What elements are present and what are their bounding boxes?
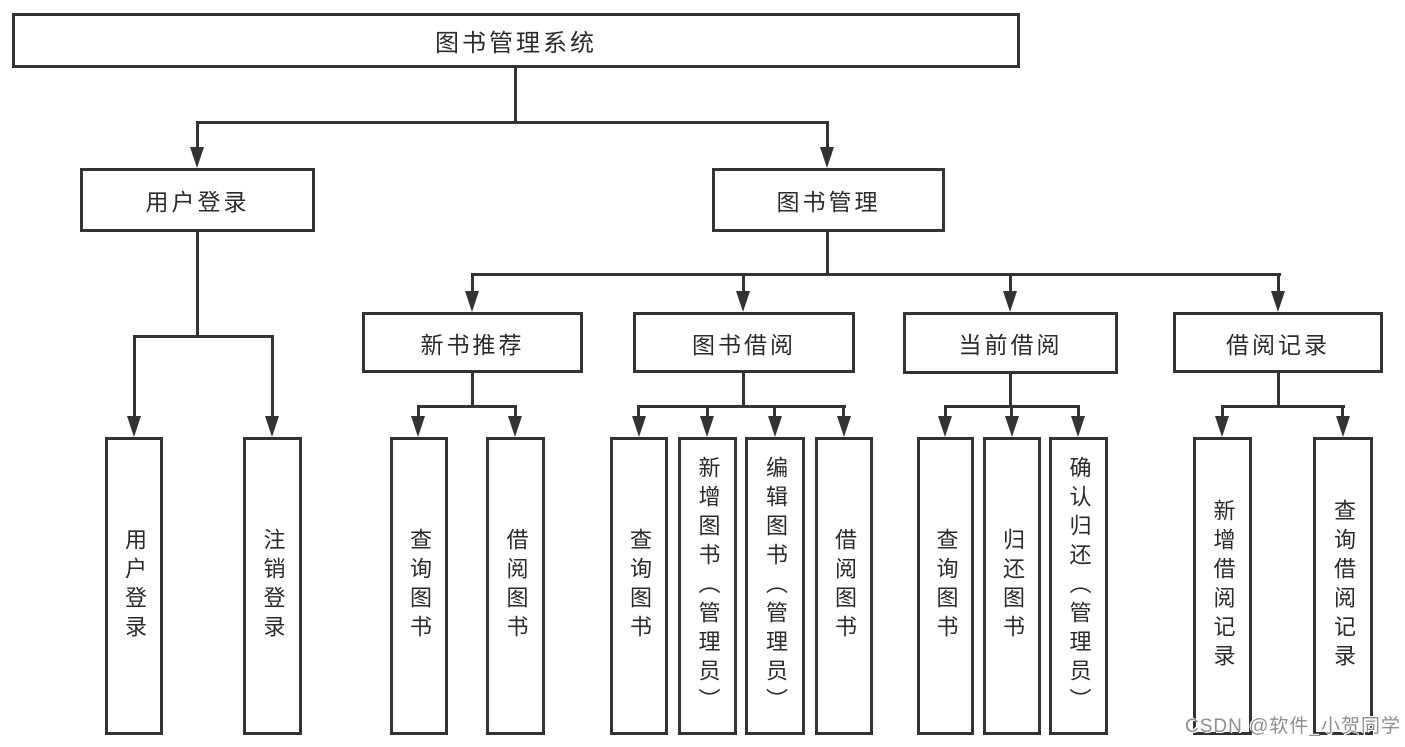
- connector-drop: [1221, 405, 1224, 417]
- node-current-borrow: 当前借阅: [903, 312, 1118, 374]
- arrow-down-icon: [700, 416, 714, 437]
- leaf-borrow-books-recommend-label: 借阅图书: [503, 528, 529, 644]
- connector-drop: [133, 335, 136, 417]
- connector-stem-book-borrow: [742, 373, 745, 408]
- connector-drop: [417, 405, 420, 417]
- arrow-down-icon: [1215, 416, 1229, 437]
- arrow-down-icon: [1003, 291, 1017, 312]
- node-borrow-records-label: 借阅记录: [1226, 331, 1330, 358]
- arrow-down-icon: [265, 416, 279, 437]
- node-root-label: 图书管理系统: [435, 30, 597, 57]
- leaf-borrow-books-label: 借阅图书: [832, 528, 857, 644]
- arrow-down-icon: [632, 416, 646, 437]
- arrow-down-icon: [1005, 416, 1019, 437]
- arrow-down-icon: [837, 416, 851, 437]
- leaf-add-borrow-record: 新增借阅记录: [1193, 437, 1252, 735]
- connector-drop: [944, 405, 947, 417]
- node-new-book-recommend: 新书推荐: [362, 312, 583, 373]
- node-book-borrow-label: 图书借阅: [692, 331, 796, 358]
- leaf-query-books-recommend-label: 查询图书: [407, 528, 432, 644]
- connector-hline-level3: [471, 273, 1281, 276]
- leaf-add-book-admin-label: 新增图书（管理员）: [695, 455, 721, 717]
- node-book-management: 图书管理: [712, 168, 945, 232]
- arrow-down-icon: [190, 147, 204, 168]
- node-book-borrow: 图书借阅: [633, 312, 855, 373]
- node-book-management-label: 图书管理: [776, 189, 881, 215]
- leaf-user-login: 用户登录: [105, 437, 163, 735]
- connector-hline-borrow-children: [637, 405, 846, 408]
- arrow-down-icon: [768, 416, 782, 437]
- connector-drop: [637, 405, 640, 417]
- leaf-borrow-books-recommend: 借阅图书: [486, 437, 545, 735]
- leaf-query-books-recommend: 查询图书: [390, 437, 448, 735]
- leaf-return-book: 归还图书: [983, 437, 1041, 735]
- connector-drop: [1010, 405, 1013, 417]
- leaf-edit-book-admin-label: 编辑图书（管理员）: [763, 455, 788, 717]
- connector-drop: [271, 335, 274, 417]
- leaf-logout-label: 注销登录: [260, 528, 286, 644]
- connector-stem-user-login: [196, 232, 199, 338]
- arrow-down-icon: [465, 291, 479, 312]
- connector-stem-current-borrow: [1009, 373, 1012, 408]
- node-borrow-records: 借阅记录: [1173, 312, 1383, 373]
- leaf-confirm-return-admin-label: 确认归还（管理员）: [1066, 455, 1092, 717]
- connector-drop: [1077, 405, 1080, 417]
- connector-drop: [471, 273, 474, 292]
- leaf-confirm-return-admin: 确认归还（管理员）: [1049, 437, 1108, 735]
- node-current-borrow-label: 当前借阅: [958, 332, 1063, 358]
- arrow-down-icon: [938, 416, 952, 437]
- connector-drop: [706, 405, 709, 417]
- leaf-add-borrow-record-label: 新增借阅记录: [1210, 499, 1236, 673]
- node-user-login: 用户登录: [80, 168, 315, 232]
- connector-drop: [1009, 273, 1012, 292]
- connector-stem-new-book-recommend: [471, 373, 474, 408]
- connector-hline-records-children: [1221, 405, 1345, 408]
- node-root: 图书管理系统: [12, 13, 1020, 68]
- node-user-login-label: 用户登录: [145, 189, 250, 215]
- arrow-down-icon: [127, 416, 141, 437]
- leaf-query-books-borrow: 查询图书: [610, 437, 668, 735]
- leaf-query-borrow-record-label: 查询借阅记录: [1331, 499, 1356, 673]
- connector-drop: [1277, 273, 1280, 292]
- arrow-down-icon: [411, 416, 425, 437]
- connector-hline-user-login-children: [133, 335, 274, 338]
- leaf-logout: 注销登录: [243, 437, 302, 735]
- leaf-query-books-current: 查询图书: [917, 437, 974, 735]
- arrow-down-icon: [736, 291, 750, 312]
- leaf-user-login-label: 用户登录: [122, 528, 147, 644]
- arrow-down-icon: [820, 147, 834, 168]
- connector-drop: [842, 405, 845, 417]
- connector-drop: [514, 405, 517, 417]
- connector-drop: [773, 405, 776, 417]
- connector-hline-recommend-children: [417, 405, 517, 408]
- arrow-down-icon: [1336, 416, 1350, 437]
- connector-stem-book-management: [826, 232, 829, 276]
- connector-stem-root: [514, 68, 517, 124]
- connector-drop: [1341, 405, 1344, 417]
- node-new-book-recommend-label: 新书推荐: [420, 331, 525, 358]
- leaf-edit-book-admin: 编辑图书（管理员）: [745, 437, 805, 735]
- leaf-query-books-borrow-label: 查询图书: [627, 528, 652, 644]
- leaf-add-book-admin: 新增图书（管理员）: [678, 437, 737, 735]
- connector-hline-level2: [196, 121, 829, 124]
- leaf-return-book-label: 归还图书: [1000, 528, 1025, 644]
- connector-drop: [742, 273, 745, 292]
- arrow-down-icon: [1271, 291, 1285, 312]
- connector-stem-borrow-records: [1277, 373, 1280, 408]
- leaf-query-borrow-record: 查询借阅记录: [1313, 437, 1373, 735]
- arrow-down-icon: [1071, 416, 1085, 437]
- connector-drop: [826, 121, 829, 149]
- leaf-query-books-current-label: 查询图书: [933, 528, 959, 644]
- csdn-watermark: CSDN @软件_小贺同学: [1185, 716, 1401, 737]
- connector-drop: [196, 121, 199, 149]
- leaf-borrow-books: 借阅图书: [815, 437, 873, 735]
- arrow-down-icon: [508, 416, 522, 437]
